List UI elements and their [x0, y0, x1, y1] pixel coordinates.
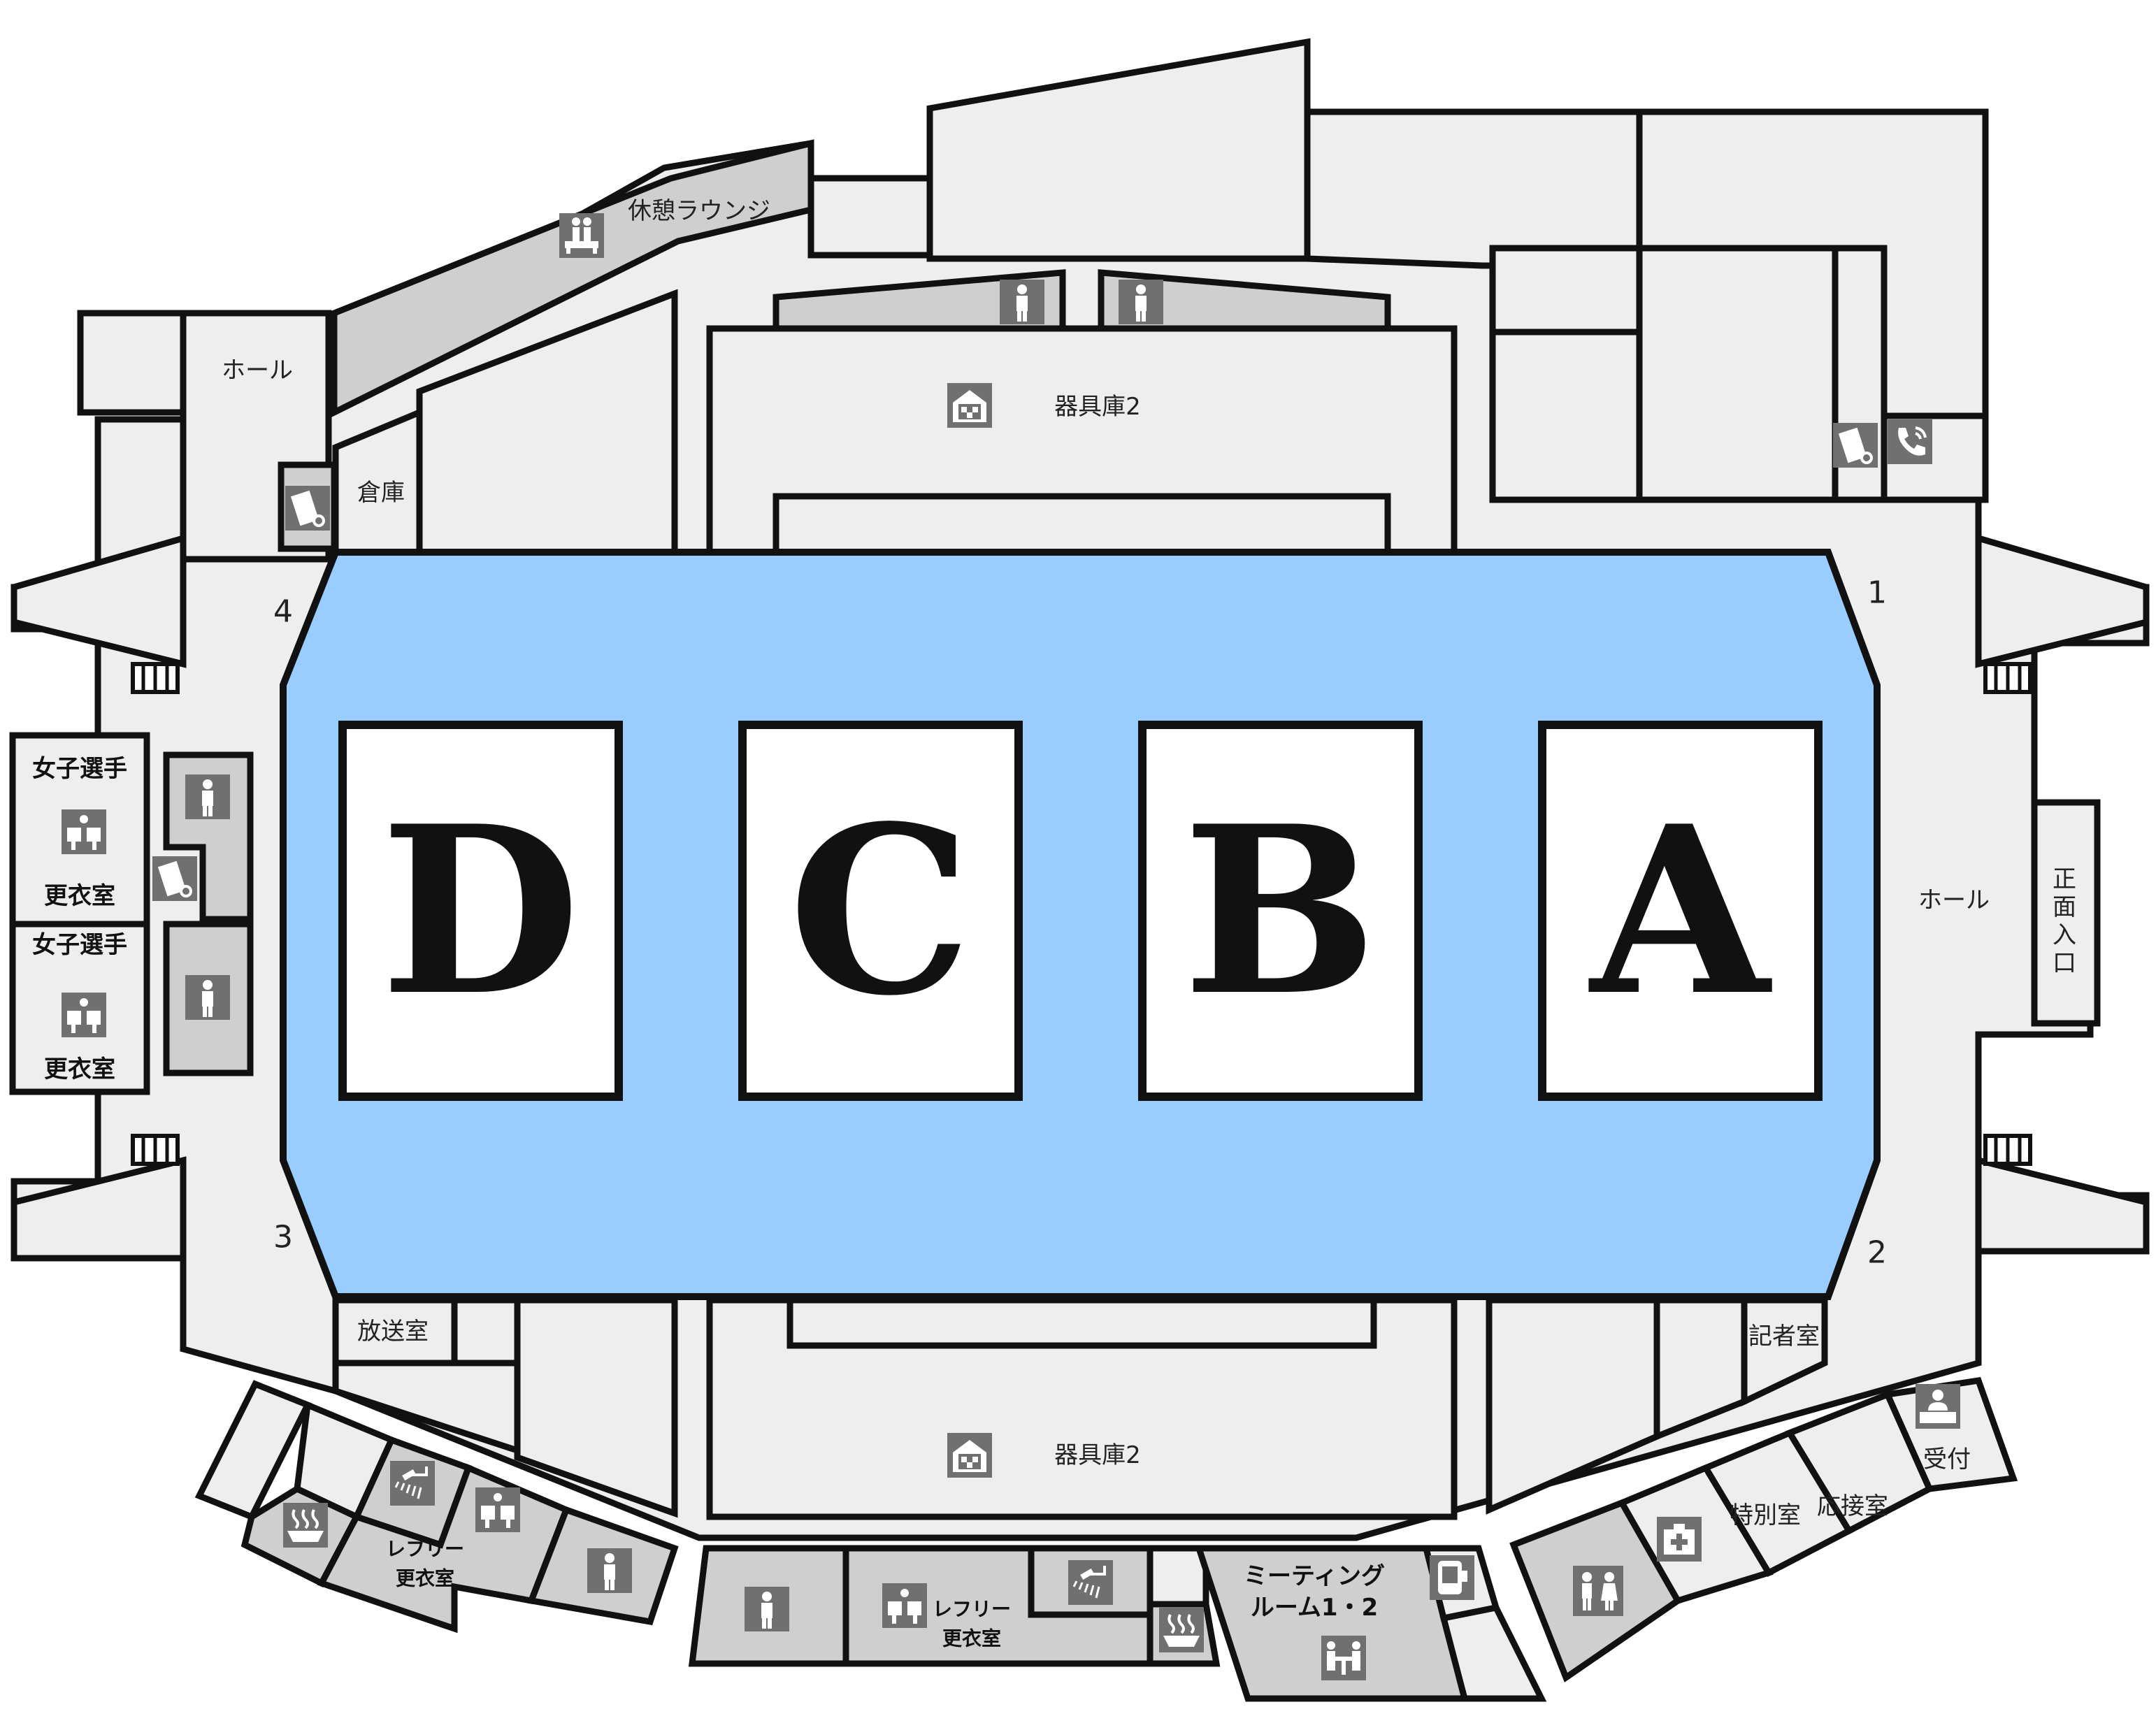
shower-icon [1067, 1559, 1114, 1606]
label-reception: 受付 [1923, 1446, 1971, 1473]
court-b[interactable]: B [1138, 721, 1423, 1101]
room-womens-locker-2[interactable]: 女子選手 更衣室 [9, 921, 150, 1095]
svg-text:口: 口 [2053, 949, 2076, 977]
label-lounge: 休憩ラウンジ [628, 197, 770, 225]
label-broadcast: 放送室 [357, 1318, 429, 1346]
svg-text:正: 正 [2053, 865, 2076, 893]
left-wings [10, 534, 187, 1262]
room-equipment-bottom[interactable]: 器具庫2 [706, 1297, 1458, 1520]
corner-3: 3 [273, 1220, 293, 1255]
shower-icon [389, 1459, 436, 1507]
label-guest-room: 応接室 [1817, 1492, 1888, 1520]
restroom-icon [1000, 280, 1044, 324]
main-entrance[interactable]: 正 面 入 口 [2031, 799, 2101, 1027]
room-upper-right-cluster [1489, 245, 1989, 503]
svg-text:女子選手: 女子選手 [32, 931, 127, 959]
room-meeting[interactable]: ミーティング ルーム1・2 [1194, 1545, 1547, 1702]
label-hall-right: ホール [1918, 886, 1990, 914]
label-storage: 倉庫 [357, 479, 405, 507]
corner-markers: 1 2 3 4 [273, 575, 1887, 1271]
room-equipment-top[interactable]: 器具庫2 [706, 325, 1458, 556]
courts: D C B A [338, 721, 1823, 1101]
label-hall-left: ホール [222, 356, 293, 384]
svg-text:入: 入 [2053, 921, 2076, 949]
restroom-icon [1573, 1566, 1623, 1616]
bath-icon [282, 1501, 329, 1549]
svg-text:更衣室: 更衣室 [942, 1627, 1001, 1650]
meeting-table-icon [1321, 1636, 1366, 1680]
stair-lower-right [1983, 1134, 2032, 1166]
restroom-icon [185, 975, 230, 1020]
svg-text:更衣室: 更衣室 [44, 1055, 115, 1083]
storage-icon [947, 1433, 992, 1478]
svg-text:C: C [789, 775, 972, 1046]
svg-text:更衣室: 更衣室 [44, 882, 115, 910]
room-upper-restrooms[interactable] [772, 269, 1391, 339]
svg-text:レフリー: レフリー [386, 1538, 464, 1561]
room-lower-left-block: 放送室 [332, 1297, 678, 1518]
corner-1: 1 [1867, 575, 1887, 611]
restroom-icon [587, 1548, 632, 1593]
locker-room-icon [62, 809, 106, 854]
reception-icon [1916, 1384, 1960, 1429]
court-a[interactable]: A [1538, 721, 1823, 1101]
water-cooler-icon [1430, 1555, 1474, 1600]
phone-icon[interactable] [1886, 418, 1934, 466]
room-bottom-left-cluster [194, 1380, 473, 1587]
svg-text:更衣室: 更衣室 [396, 1567, 454, 1590]
stair-upper-right [1983, 662, 2032, 694]
locker-room-icon [475, 1487, 520, 1532]
label-special-room: 特別室 [1730, 1501, 1801, 1529]
stair-upper-left [131, 662, 180, 694]
svg-text:D: D [380, 775, 580, 1046]
svg-text:レフリー: レフリー [933, 1598, 1011, 1621]
restroom-icon [1119, 280, 1163, 324]
room-lower-right-block: 記者室 [1486, 1297, 1828, 1515]
vending-machine-icon[interactable] [1833, 423, 1878, 468]
court-d[interactable]: D [338, 721, 623, 1101]
room-bottom-right-cluster: 特別室 応接室 受付 [1509, 1376, 2018, 1682]
court-c[interactable]: C [738, 721, 1023, 1101]
label-equipment-bottom: 器具庫2 [1054, 1441, 1141, 1469]
label-equipment-top: 器具庫2 [1054, 393, 1141, 421]
corner-4: 4 [273, 594, 293, 630]
room-womens-locker-1[interactable]: 女子選手 更衣室 [9, 732, 150, 928]
restroom-icon [745, 1587, 789, 1631]
svg-text:A: A [1587, 775, 1774, 1046]
label-press: 記者室 [1748, 1322, 1820, 1350]
svg-text:B: B [1183, 775, 1378, 1046]
vending-machine-icon[interactable] [285, 486, 330, 531]
vending-machine-icon[interactable] [152, 856, 197, 901]
locker-room-icon [882, 1583, 927, 1628]
bath-icon [1158, 1606, 1205, 1654]
lounge-seating-icon [559, 213, 604, 258]
stair-lower-left [131, 1134, 180, 1166]
room-left-restrooms[interactable] [152, 751, 254, 1076]
restroom-icon [185, 774, 230, 819]
svg-text:ミーティング: ミーティング [1244, 1562, 1385, 1590]
storage-icon [947, 383, 992, 428]
locker-room-icon [62, 993, 106, 1037]
room-restroom-bottom-center[interactable] [688, 1545, 849, 1667]
room-shower-center[interactable] [1028, 1545, 1154, 1618]
svg-text:面: 面 [2053, 893, 2076, 921]
svg-text:ルーム1・2: ルーム1・2 [1251, 1594, 1378, 1622]
first-aid-icon [1657, 1517, 1702, 1562]
arena-floor [280, 549, 1881, 1300]
room-restroom-bottom-left[interactable] [526, 1506, 679, 1626]
right-wings [1975, 534, 2150, 1255]
room-bath-center[interactable] [1147, 1545, 1221, 1667]
corner-2: 2 [1867, 1235, 1887, 1271]
svg-text:女子選手: 女子選手 [32, 755, 127, 783]
